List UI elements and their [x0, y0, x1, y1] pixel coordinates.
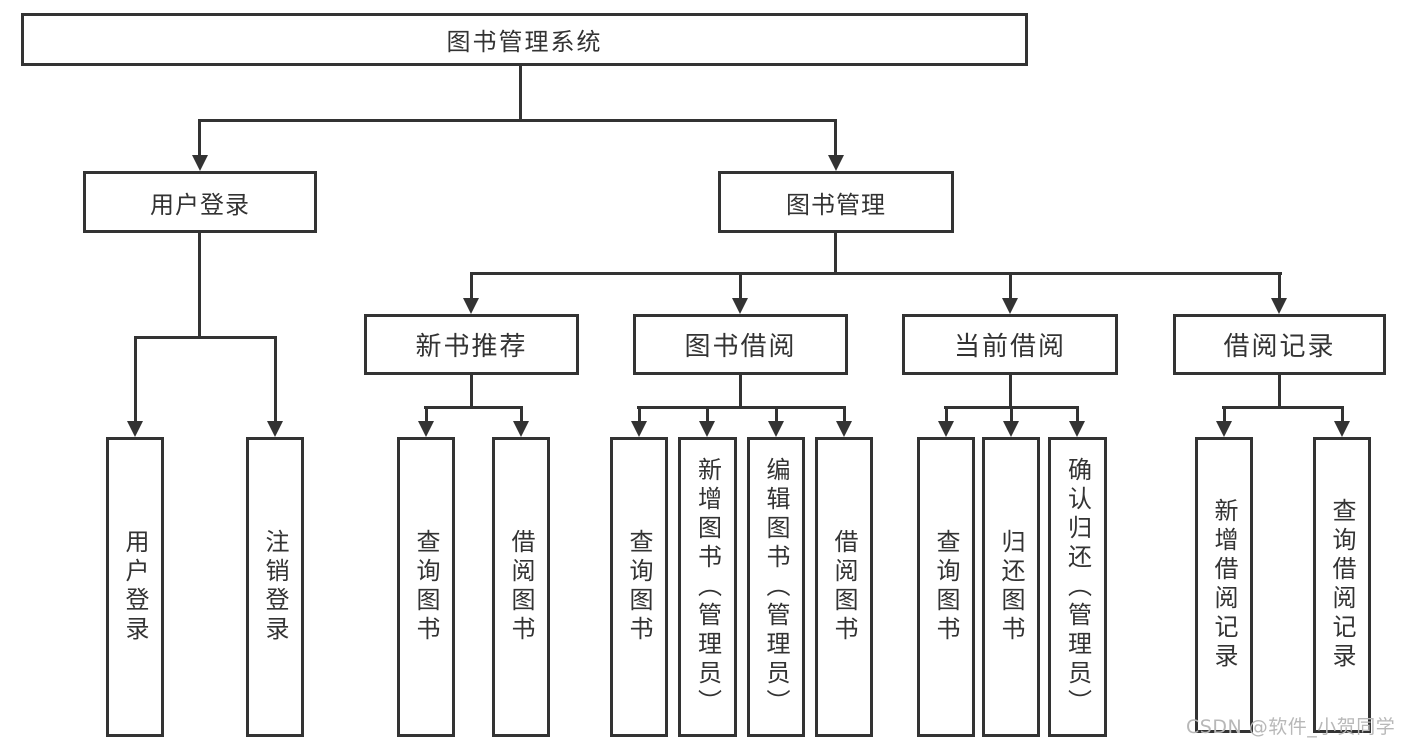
node-label: 图书管理 — [786, 190, 886, 219]
node-library-system: 图书管理系统 — [21, 13, 1028, 66]
arrow-down-icon — [192, 155, 208, 171]
connector-line — [1009, 272, 1012, 302]
connector-line — [843, 406, 846, 425]
node-book-management: 图书管理 — [718, 171, 954, 233]
leaf-current-query-book: 查询图书 — [917, 437, 975, 737]
arrow-down-icon — [828, 155, 844, 171]
node-label: 新增借阅记录 — [1210, 498, 1238, 672]
arrow-down-icon — [127, 421, 143, 437]
node-user-login: 用户登录 — [83, 171, 317, 233]
connector-line — [945, 406, 948, 425]
csdn-watermark: CSDN @软件_小贺同学 — [1186, 716, 1396, 738]
leaf-user-login: 用户登录 — [106, 437, 164, 737]
leaf-add-borrow-record: 新增借阅记录 — [1195, 437, 1253, 733]
arrow-down-icon — [1271, 298, 1287, 314]
arrow-down-icon — [1003, 421, 1019, 437]
node-book-borrow: 图书借阅 — [633, 314, 848, 375]
arrow-down-icon — [1069, 421, 1085, 437]
connector-line — [470, 272, 1282, 275]
node-current-borrow: 当前借阅 — [902, 314, 1118, 375]
leaf-recommend-query-book: 查询图书 — [397, 437, 455, 737]
connector-line — [739, 272, 742, 302]
node-label: 新书推荐 — [415, 332, 528, 362]
connector-line — [134, 336, 277, 339]
connector-line — [1222, 406, 1344, 409]
leaf-add-book-admin: 新增图书（管理员） — [678, 437, 737, 737]
connector-line — [638, 406, 641, 425]
leaf-confirm-return-admin: 确认归还（管理员） — [1048, 437, 1107, 737]
connector-line — [834, 233, 837, 274]
connector-line — [1278, 375, 1281, 408]
connector-line — [274, 336, 277, 423]
node-label: 借阅图书 — [830, 529, 858, 645]
node-label: 借阅图书 — [507, 529, 535, 645]
node-label: 借阅记录 — [1223, 332, 1336, 362]
connector-line — [470, 375, 473, 408]
connector-line — [198, 233, 201, 339]
arrow-down-icon — [267, 421, 283, 437]
node-label: 用户登录 — [121, 529, 149, 645]
node-label: 确认归还（管理员） — [1063, 456, 1092, 718]
connector-line — [520, 406, 523, 425]
connector-line — [739, 375, 742, 408]
connector-line — [424, 406, 523, 409]
leaf-query-borrow-record: 查询借阅记录 — [1313, 437, 1371, 733]
arrow-down-icon — [418, 421, 434, 437]
connector-line — [637, 406, 846, 409]
node-label: 查询图书 — [625, 529, 653, 645]
leaf-logout: 注销登录 — [246, 437, 304, 737]
node-label: 注销登录 — [261, 529, 289, 645]
arrow-down-icon — [1216, 421, 1232, 437]
arrow-down-icon — [1334, 421, 1350, 437]
node-label: 图书管理系统 — [446, 28, 603, 56]
node-label: 归还图书 — [997, 529, 1025, 645]
connector-line — [1223, 406, 1226, 425]
connector-line — [134, 336, 137, 423]
arrow-down-icon — [699, 421, 715, 437]
node-label: 查询图书 — [412, 529, 440, 645]
arrow-down-icon — [631, 421, 647, 437]
connector-line — [470, 272, 473, 302]
arrow-down-icon — [732, 298, 748, 314]
connector-line — [775, 406, 778, 425]
connector-line — [834, 119, 837, 157]
connector-line — [198, 119, 201, 157]
connector-line — [1010, 406, 1013, 425]
connector-line — [1341, 406, 1344, 425]
leaf-borrow-query-book: 查询图书 — [610, 437, 668, 737]
connector-line — [519, 66, 522, 122]
connector-line — [1009, 375, 1012, 408]
leaf-edit-book-admin: 编辑图书（管理员） — [747, 437, 805, 737]
node-label: 图书借阅 — [684, 332, 797, 362]
node-label: 用户登录 — [150, 190, 250, 219]
connector-line — [706, 406, 709, 425]
node-label: 当前借阅 — [953, 332, 1066, 362]
node-new-book-recommend: 新书推荐 — [364, 314, 579, 375]
arrow-down-icon — [768, 421, 784, 437]
leaf-recommend-borrow-book: 借阅图书 — [492, 437, 550, 737]
node-borrow-record: 借阅记录 — [1173, 314, 1386, 375]
node-label: 查询图书 — [932, 529, 960, 645]
node-label: 编辑图书（管理员） — [762, 456, 790, 718]
arrow-down-icon — [1002, 298, 1018, 314]
connector-line — [199, 119, 837, 122]
leaf-borrow-book: 借阅图书 — [815, 437, 873, 737]
arrow-down-icon — [836, 421, 852, 437]
connector-line — [1076, 406, 1079, 425]
node-label: 查询借阅记录 — [1328, 498, 1356, 672]
connector-line — [425, 406, 428, 425]
arrow-down-icon — [513, 421, 529, 437]
arrow-down-icon — [463, 298, 479, 314]
arrow-down-icon — [938, 421, 954, 437]
connector-line — [1278, 272, 1281, 302]
node-label: 新增图书（管理员） — [693, 456, 722, 718]
leaf-return-book: 归还图书 — [982, 437, 1040, 737]
